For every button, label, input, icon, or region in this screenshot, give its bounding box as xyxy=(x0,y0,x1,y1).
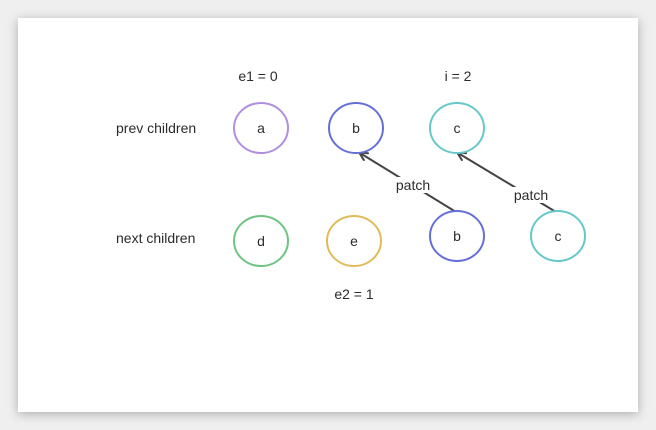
diagram-card xyxy=(18,18,638,412)
next-node-e: e xyxy=(326,215,382,267)
i-marker: i = 2 xyxy=(444,68,472,84)
prev-node-a: a xyxy=(233,102,289,154)
svg-text:c: c xyxy=(555,228,562,244)
prev-node-b: b xyxy=(328,102,384,154)
edge-c-patch xyxy=(456,151,557,213)
next-children-label: next children xyxy=(116,230,196,246)
e2-marker: e2 = 1 xyxy=(334,286,374,302)
svg-text:d: d xyxy=(257,233,265,249)
edge-b-patch-label: patch xyxy=(393,177,433,193)
svg-text:e: e xyxy=(350,233,358,249)
next-node-c: c xyxy=(530,210,586,262)
prev-children-label: prev children xyxy=(116,120,197,136)
svg-text:a: a xyxy=(257,120,265,136)
e1-marker: e1 = 0 xyxy=(238,68,278,84)
svg-text:b: b xyxy=(352,120,360,136)
prev-node-c: c xyxy=(429,102,485,154)
next-node-b: b xyxy=(429,210,485,262)
svg-text:b: b xyxy=(453,228,461,244)
svg-text:c: c xyxy=(454,120,461,136)
next-node-d: d xyxy=(233,215,289,267)
edge-c-patch-label: patch xyxy=(511,187,551,203)
